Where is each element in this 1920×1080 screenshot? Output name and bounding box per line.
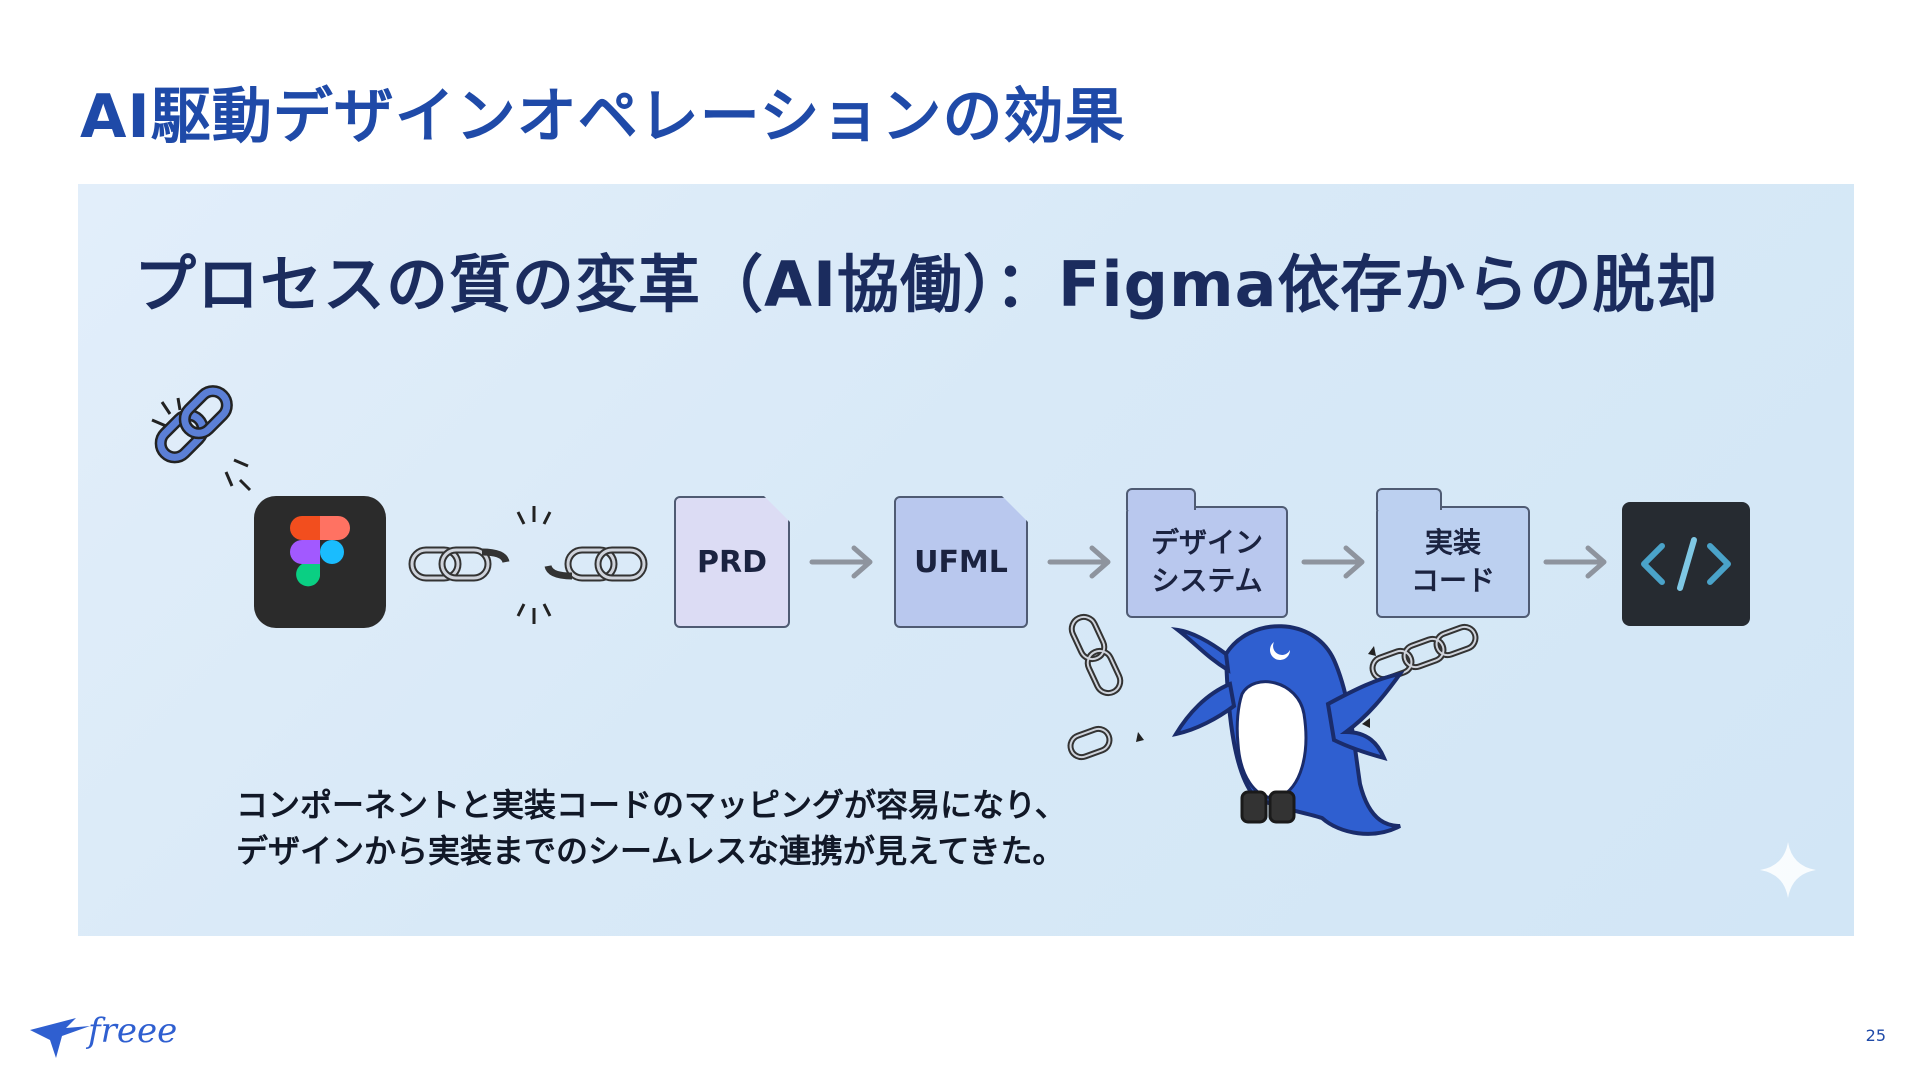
caption-line-1: コンポーネントと実装コードのマッピングが容易になり、 [236, 786, 1067, 824]
caption: コンポーネントと実装コードのマッピングが容易になり、 デザインから実装までのシー… [236, 782, 1067, 874]
caption-line-2: デザインから実装までのシームレスな連携が見えてきた。 [236, 832, 1065, 870]
illustration-graphics [151, 385, 1816, 898]
freee-logo-text: freee [85, 1011, 177, 1051]
code-label-line1: 実装 [1424, 526, 1481, 559]
arrow-right-icon [1301, 545, 1365, 579]
penguin-mascot [1067, 613, 1479, 836]
chain-link-icon [154, 385, 233, 464]
figma-icon [254, 496, 386, 628]
freee-logo: freee [26, 1000, 196, 1068]
illustration-panel: プロセスの質の変革（AI協働）：Figma依存からの脱却 [78, 184, 1854, 936]
design-system-label-line2: システム [1151, 564, 1263, 597]
folder-tab [1126, 488, 1196, 510]
arrow-right-icon [809, 545, 873, 579]
code-label-line2: コード [1410, 564, 1495, 597]
arrow-right-icon [1047, 545, 1111, 579]
folder-tab [1376, 488, 1442, 510]
panel-title: プロセスの質の変革（AI協働）：Figma依存からの脱却 [134, 248, 1719, 321]
sparkle-icon [1760, 842, 1816, 898]
broken-chain-icon [408, 506, 648, 624]
design-system-folder: デザイン システム [1126, 488, 1288, 618]
page-number: 25 [1865, 1026, 1886, 1045]
burst-lines [151, 397, 252, 492]
freee-logo-bird [30, 1018, 90, 1058]
ufml-document: UFML [894, 496, 1028, 628]
slide-title: AI駆動デザインオペレーションの効果 [80, 82, 1126, 152]
prd-document: PRD [674, 496, 790, 628]
design-system-label-line1: デザイン [1150, 526, 1263, 559]
code-icon [1622, 502, 1750, 626]
implementation-code-folder: 実装 コード [1376, 488, 1530, 618]
arrow-right-icon [1543, 545, 1607, 579]
